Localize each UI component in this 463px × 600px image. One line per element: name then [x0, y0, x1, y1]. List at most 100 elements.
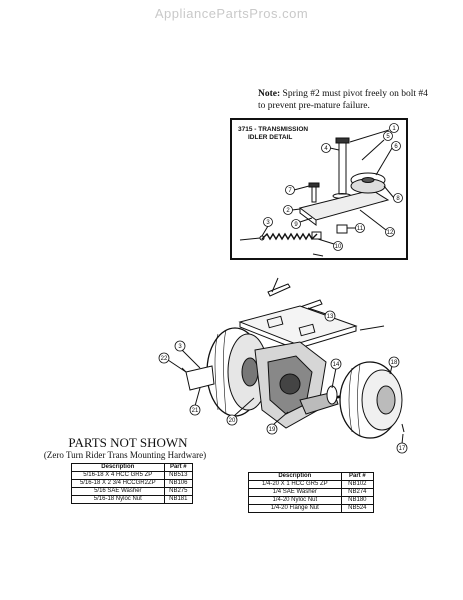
callout-10-label: 10 — [335, 244, 342, 250]
idler-bracket — [298, 189, 390, 221]
callout-7 — [285, 185, 295, 195]
table-row: 1/4-20 Flange Nut NB524 — [248, 504, 375, 513]
table-header-row: Description Part # — [71, 463, 194, 472]
table-row: 1/4-20 X 1 HCC GR5 ZP NB102 — [248, 480, 375, 489]
callout-18-label: 18 — [391, 360, 398, 366]
callout-11 — [355, 223, 365, 233]
table-row: 5/16-18 X 2 3/4 HCCGR2ZP NB106 — [71, 479, 194, 488]
callout-21-label: 21 — [192, 408, 199, 414]
bracket — [185, 365, 215, 391]
table-header-row: Description Part # — [248, 472, 375, 481]
callout-14-label: 14 — [333, 362, 340, 368]
part-number: NB102 — [340, 480, 375, 489]
callout-12 — [385, 227, 395, 237]
callout-4 — [321, 143, 331, 153]
part-number: NB181 — [163, 495, 194, 504]
part-description: 5/16 SAE Washer — [71, 487, 165, 496]
callout-6-label: 6 — [394, 144, 398, 150]
callout-5 — [383, 131, 393, 141]
part-number: NB513 — [163, 471, 194, 480]
part-description: 1/4-20 X 1 HCC GR5 ZP — [248, 480, 342, 489]
part-number: NB180 — [340, 496, 375, 505]
column-header-part-number: Part # — [163, 463, 194, 472]
note-text: Spring #2 must pivot freely on bolt #4 t… — [258, 89, 428, 111]
lever-rod — [271, 277, 279, 293]
table-row: 5/16-18 X 4 HCC GR5 ZP NB513 — [71, 471, 194, 480]
callout-14 — [330, 358, 342, 370]
note-label: Note: — [258, 89, 281, 99]
callout-3 — [263, 217, 273, 227]
part-description: 1/4-20 Nyloc Nut — [248, 496, 342, 505]
mounting-plate-edge-2 — [295, 326, 357, 350]
callout-19-main — [266, 423, 278, 435]
callout-8 — [393, 193, 403, 203]
right-wheel-tread — [348, 363, 361, 437]
part-description: 5/16-18 Nyloc Nut — [71, 495, 165, 504]
callout-22 — [158, 352, 170, 364]
callout-19-main-label: 19 — [269, 427, 276, 433]
fastener — [401, 423, 405, 433]
callout-2 — [283, 205, 293, 215]
callout-13-label: 13 — [327, 314, 334, 320]
callout-10 — [333, 241, 343, 251]
callout-8-label: 8 — [396, 196, 400, 202]
eye-bolt-shank — [239, 237, 261, 241]
watermark: AppliancePartsPros.com — [154, 6, 309, 21]
table-row: 1/4-20 Nyloc Nut NB180 — [248, 496, 375, 505]
idler-bolt-head — [335, 137, 350, 144]
idler-detail-title: 3715 - TRANSMISSION IDLER DETAIL — [238, 126, 308, 142]
part-number: NB275 — [163, 487, 194, 496]
callout-20 — [226, 414, 238, 426]
parts-not-shown-subtitle: (Zero Turn Rider Trans Mounting Hardware… — [43, 450, 207, 460]
table-row: 5/16 SAE Washer NB275 — [71, 487, 194, 496]
callout-20-label: 20 — [229, 418, 236, 424]
idler-detail-box: 3715 - TRANSMISSION IDLER DETAIL — [230, 118, 408, 260]
detail-callouts — [263, 123, 403, 251]
callout-5-label: 5 — [386, 134, 390, 140]
idler-pulley-hub — [361, 177, 375, 183]
callout-9 — [291, 219, 301, 229]
detail-callout-labels: 1 2 3 4 5 6 7 8 9 10 11 12 — [266, 126, 400, 250]
column-header-part-number: Part # — [340, 472, 375, 481]
column-header-description: Description — [248, 472, 342, 481]
parts-table-left: Description Part # 5/16-18 X 4 HCC GR5 Z… — [71, 463, 194, 504]
small-bolt — [311, 185, 317, 203]
idler-spring — [261, 232, 318, 241]
callout-4-label: 4 — [324, 146, 328, 152]
idler-detail-title-line1: 3715 - TRANSMISSION — [238, 126, 309, 133]
parts-not-shown-title: PARTS NOT SHOWN — [68, 435, 188, 450]
idler-nut-2 — [311, 231, 322, 240]
callout-1 — [389, 123, 399, 133]
part-description: 5/16-18 X 2 3/4 HCCGR2ZP — [71, 479, 165, 488]
main-callouts — [158, 310, 408, 454]
part-number: NB524 — [340, 504, 375, 513]
main-callout-labels: 3 13 14 17 18 19 20 21 22 — [161, 314, 406, 452]
table-row: 1/4 SAE Washer NB274 — [248, 488, 375, 497]
part-number: NB274 — [340, 488, 375, 497]
part-description: 1/4-20 Flange Nut — [248, 504, 342, 513]
callout-3-main-label: 3 — [178, 344, 182, 350]
callout-3-label: 3 — [266, 220, 270, 226]
callout-13 — [324, 310, 336, 322]
callout-11-label: 11 — [357, 226, 364, 232]
right-wheel-hub — [376, 385, 396, 415]
callout-1-label: 1 — [392, 126, 396, 132]
plate-cutout-1 — [266, 315, 284, 329]
part-description: 5/16-18 X 4 HCC GR5 ZP — [71, 471, 165, 480]
callout-17-label: 17 — [399, 446, 406, 452]
transmission-gear — [279, 373, 301, 395]
callout-9-label: 9 — [294, 222, 298, 228]
column-header-description: Description — [71, 463, 165, 472]
callout-17 — [396, 442, 408, 454]
callout-2-label: 2 — [286, 208, 290, 214]
callout-6 — [391, 141, 401, 151]
table-row: 5/16-18 Nyloc Nut NB181 — [71, 495, 194, 504]
idler-detail-title-line2: IDLER DETAIL — [248, 134, 293, 141]
callout-18 — [388, 356, 400, 368]
plate-cutout-2 — [298, 323, 316, 337]
idler-bolt — [338, 141, 347, 195]
part-number: NB106 — [163, 479, 194, 488]
callout-12-label: 12 — [387, 230, 394, 236]
idler-nut — [336, 224, 348, 234]
